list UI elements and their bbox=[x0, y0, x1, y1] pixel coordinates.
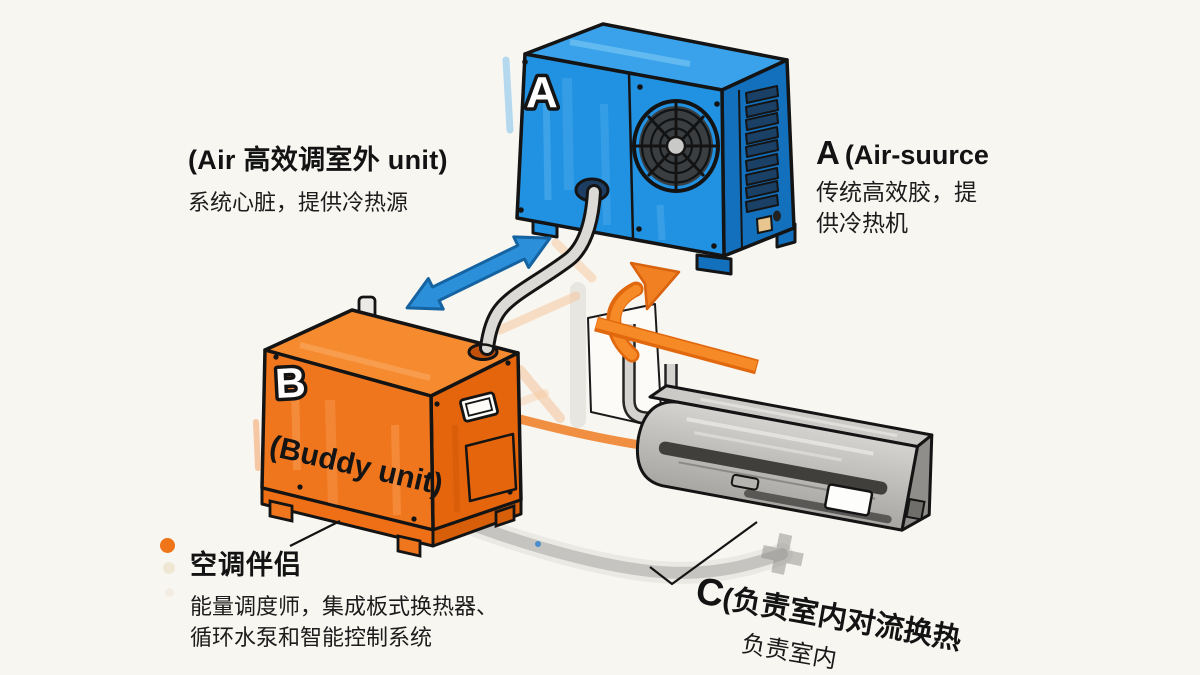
label-buddy-title: 空调伴侣 bbox=[190, 550, 302, 580]
unit-b-foot3 bbox=[494, 504, 516, 528]
pipe-t-fitting bbox=[760, 533, 804, 575]
vent-slats bbox=[745, 85, 779, 213]
unit-a-streak2 bbox=[562, 77, 574, 191]
unit-a-foot2 bbox=[695, 253, 733, 276]
label-outdoor-unit: (Air 高效调室外 unit) 系统心脏，提供冷热源 bbox=[188, 138, 448, 217]
label-buddy-unit: 空调伴侣 能量调度师，集成板式换热器、 循环水泵和智能控制系统 bbox=[190, 543, 498, 653]
unit-b-streak1 bbox=[291, 384, 301, 471]
unit-b-letter: B bbox=[274, 358, 307, 407]
unit-a-right-frame bbox=[738, 89, 743, 251]
unit-b-foot1 bbox=[268, 499, 294, 523]
unit-c-top-streak bbox=[700, 397, 898, 438]
unit-a-streak4 bbox=[656, 204, 666, 241]
fan-hub bbox=[665, 135, 687, 157]
unit-c-lower-vent bbox=[744, 489, 892, 524]
unit-a-streak1 bbox=[542, 83, 552, 201]
label-outdoor-subtitle: 系统心脏，提供冷热源 bbox=[188, 190, 409, 215]
unit-b-streak3 bbox=[391, 424, 401, 516]
faded-bullet-2 bbox=[165, 588, 174, 597]
faded-bullet-1 bbox=[163, 562, 175, 574]
buddy-unit-b: B (Buddy unit) bbox=[260, 295, 523, 558]
unit-c-streak bbox=[686, 417, 874, 456]
unit-b-panel bbox=[464, 432, 518, 503]
indoor-unit-c bbox=[635, 384, 934, 532]
unit-b-top-streak bbox=[299, 342, 431, 381]
label-air-source-title: A(Air-suurce bbox=[816, 134, 989, 171]
unit-c-corner-box bbox=[905, 497, 926, 521]
unit-a-oval-detail bbox=[773, 210, 781, 222]
label-air-source: A(Air-suurce 传统高效胶，提 供冷热机 bbox=[816, 134, 989, 239]
unit-b-foot2 bbox=[396, 534, 422, 558]
unit-a-front bbox=[515, 52, 726, 258]
fan-grille bbox=[632, 99, 720, 193]
unit-c-streak2 bbox=[693, 431, 843, 462]
label-outdoor-title: (Air 高效调室外 unit) bbox=[188, 145, 448, 175]
outdoor-unit-a: A bbox=[502, 22, 797, 276]
unit-a-tag bbox=[755, 214, 774, 235]
unit-a-smudge1 bbox=[502, 56, 514, 134]
unit-a-top-streak bbox=[569, 39, 691, 67]
unit-a-screws bbox=[518, 59, 720, 249]
unit-b-display bbox=[459, 391, 499, 423]
pipe-b-ring bbox=[467, 343, 499, 361]
orange-smudge bbox=[253, 419, 261, 471]
callout-line-c bbox=[649, 521, 758, 586]
pipe-a-b bbox=[467, 184, 602, 361]
unit-c-vent bbox=[658, 441, 888, 495]
orange-arrowhead bbox=[629, 261, 681, 311]
label-air-source-desc: 传统高效胶，提 供冷热机 bbox=[816, 179, 977, 236]
unit-b-streak4 bbox=[452, 424, 460, 513]
unit-c-display bbox=[823, 483, 874, 517]
unit-a-letter: A bbox=[526, 68, 558, 117]
unit-b-screws bbox=[273, 354, 513, 522]
orange-bullet bbox=[160, 538, 175, 553]
orange-arrow bbox=[594, 261, 759, 375]
unit-c-button bbox=[730, 473, 760, 491]
label-air-source-prefix: A bbox=[816, 134, 840, 171]
unit-a-streak3 bbox=[600, 103, 611, 226]
unit-b-streak2 bbox=[325, 399, 338, 506]
blue-double-arrow bbox=[405, 235, 552, 311]
callout-line-b bbox=[289, 520, 341, 547]
label-buddy-desc: 能量调度师，集成板式换热器、 循环水泵和智能控制系统 bbox=[190, 594, 499, 650]
unit-a-panel-divider bbox=[627, 71, 635, 239]
blue-dot-smudge bbox=[535, 541, 541, 547]
